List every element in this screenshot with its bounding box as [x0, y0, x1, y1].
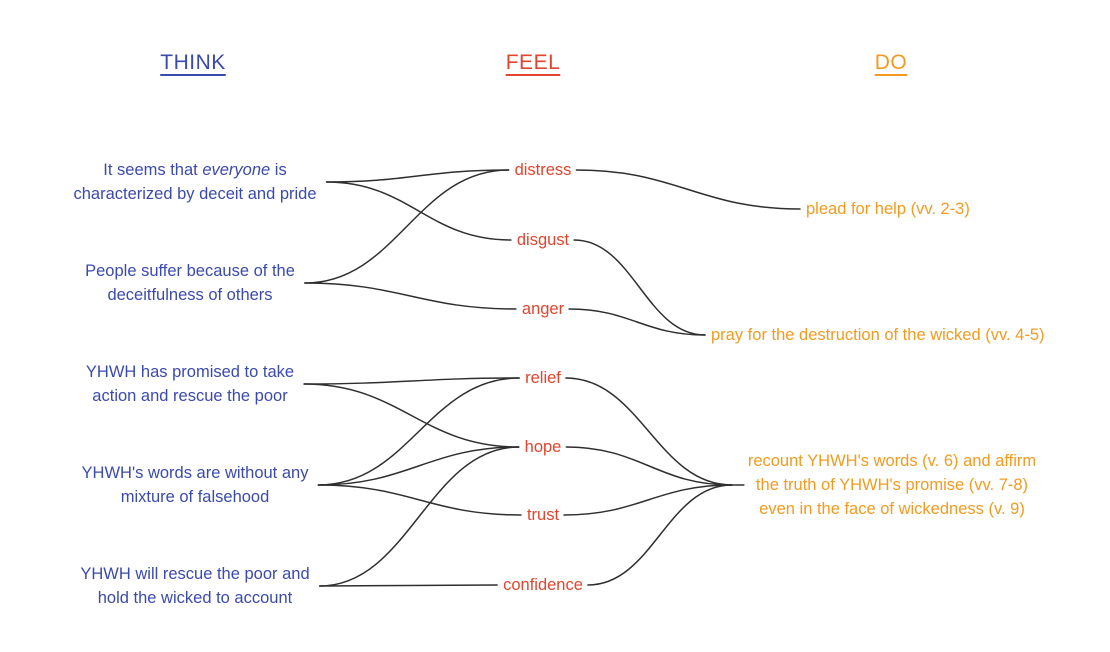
node-text-line: disgust	[516, 231, 570, 249]
node-text-line: recount YHWH's words (v. 6) and affirm	[747, 452, 1037, 470]
think-node-people-suffer: People suffer because of the deceitfulne…	[85, 259, 295, 307]
column-header-think: THINK	[160, 51, 226, 74]
node-text-line: YHWH has promised to take	[85, 363, 295, 381]
do-node-recount-words: recount YHWH's words (v. 6) and affirm t…	[747, 449, 1037, 521]
node-text-line: plead for help (vv. 2-3)	[806, 200, 970, 218]
feel-node-distress: distress	[514, 158, 572, 182]
node-text-line: relief	[525, 369, 561, 387]
node-text-line: confidence	[503, 576, 583, 594]
node-text-line: distress	[514, 161, 572, 179]
node-text-line: even in the face of wickedness (v. 9)	[759, 500, 1025, 518]
feel-node-relief: relief	[525, 366, 561, 390]
node-text-line: the truth of YHWH's promise (vv. 7-8)	[755, 476, 1029, 494]
node-text-line: hold the wicked to account	[97, 589, 293, 607]
feel-node-anger: anger	[521, 297, 565, 321]
think-node-deceit-and-pride: It seems that everyone is characterized …	[73, 158, 317, 206]
node-text-line: trust	[526, 506, 560, 524]
node-text-line: mixture of falsehood	[120, 488, 270, 506]
feel-node-trust: trust	[526, 503, 560, 527]
node-text-line: hope	[524, 438, 562, 456]
node-text-line: pray for the destruction of the wicked (…	[711, 326, 1045, 344]
do-node-pray-destruction: pray for the destruction of the wicked (…	[711, 323, 1045, 347]
node-text-line: action and rescue the poor	[92, 387, 288, 405]
node-text-line: deceitfulness of others	[107, 286, 273, 304]
think-node-yhwh-will-rescue: YHWH will rescue the poor and hold the w…	[80, 562, 310, 610]
italic-word: everyone	[202, 161, 271, 179]
node-text-line: It seems that everyone is	[103, 161, 287, 179]
column-header-do: DO	[874, 51, 908, 74]
node-text-line: anger	[521, 300, 565, 318]
node-text-line: YHWH's words are without any	[81, 464, 309, 482]
node-text-line: characterized by deceit and pride	[73, 185, 317, 203]
feel-node-disgust: disgust	[516, 228, 570, 252]
feel-node-hope: hope	[524, 435, 562, 459]
node-text-line: People suffer because of the	[85, 262, 295, 280]
think-node-yhwh-words-pure: YHWH's words are without any mixture of …	[81, 461, 309, 509]
column-header-feel: FEEL	[505, 51, 561, 74]
node-text-line: YHWH will rescue the poor and	[80, 565, 310, 583]
think-node-yhwh-promised: YHWH has promised to take action and res…	[85, 360, 295, 408]
feel-node-confidence: confidence	[503, 573, 583, 597]
do-node-plead-for-help: plead for help (vv. 2-3)	[806, 197, 970, 221]
